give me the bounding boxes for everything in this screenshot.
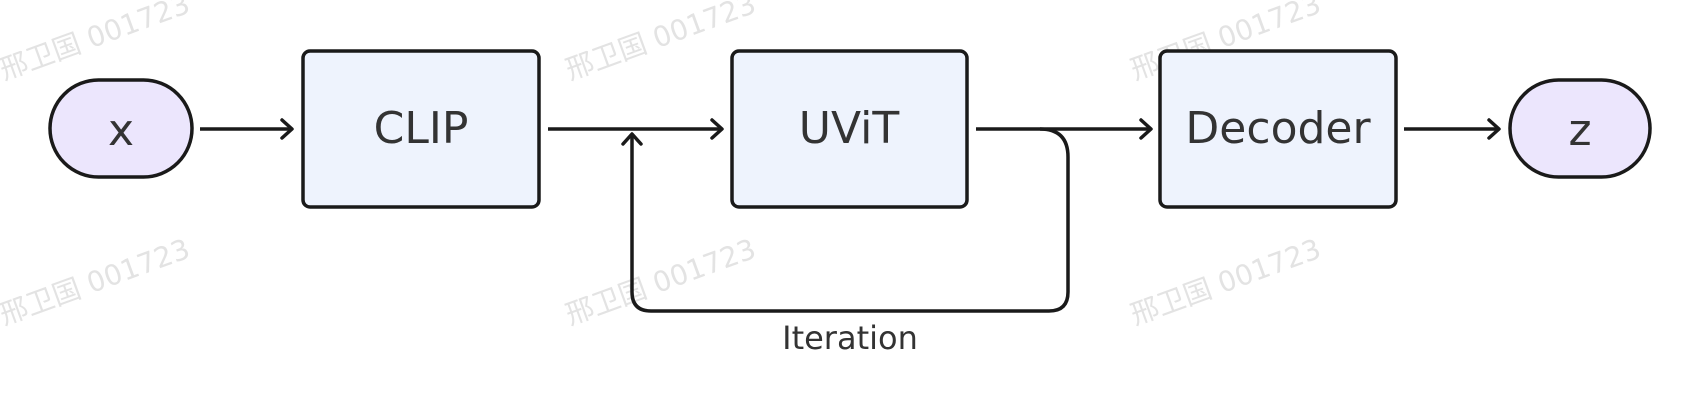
node-input-x bbox=[48, 78, 194, 179]
node-uvit-label: UViT bbox=[799, 103, 900, 154]
node-uvit bbox=[730, 49, 969, 209]
node-output-label: z bbox=[1568, 105, 1591, 156]
watermark: 邢卫国 001723 bbox=[561, 232, 760, 331]
node-decoder bbox=[1158, 49, 1398, 209]
node-clip bbox=[301, 49, 541, 209]
iteration-label: Iteration bbox=[782, 319, 918, 357]
edge-iteration-loop bbox=[621, 127, 1070, 313]
node-output-z bbox=[1508, 78, 1652, 179]
node-clip-label: CLIP bbox=[374, 103, 469, 154]
watermark: 邢卫国 001723 bbox=[0, 0, 194, 87]
watermark: 邢卫国 001723 bbox=[1126, 232, 1325, 331]
watermark: 邢卫国 001723 bbox=[0, 232, 194, 331]
node-decoder-label: Decoder bbox=[1185, 103, 1371, 154]
node-input-label: x bbox=[108, 105, 134, 156]
